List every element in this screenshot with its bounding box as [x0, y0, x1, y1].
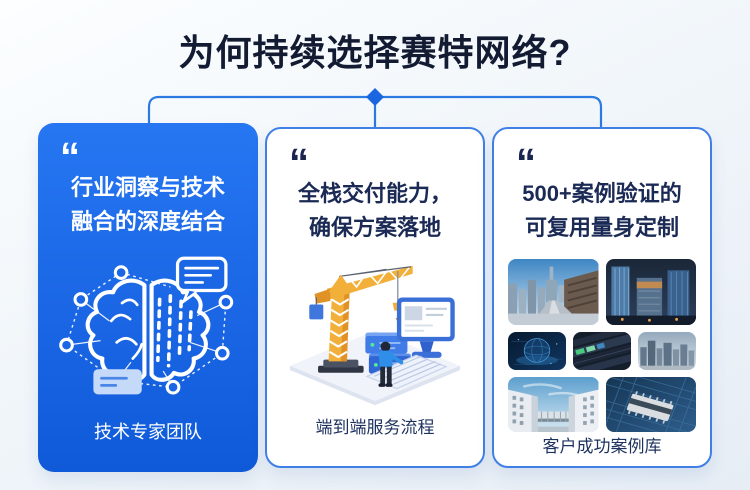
card-heading-line2: 融合的深度结合 — [70, 209, 225, 235]
card-footer-label: 技术专家团队 — [94, 422, 202, 442]
card-heading-line2: 确保方案落地 — [308, 215, 441, 241]
card-heading-line1: 行业洞察与技术 — [70, 175, 225, 200]
diamond-node-icon — [366, 88, 384, 106]
card-expert-team[interactable]: “ 行业洞察与技术 融合的深度结合 — [38, 123, 258, 472]
card-footer-label: 客户成功案例库 — [542, 437, 662, 457]
brain-network-illustration — [59, 256, 234, 395]
white-building-photo — [508, 377, 599, 433]
card-heading-line1: 500+案例验证的 — [522, 181, 682, 206]
case-photo-grid — [508, 259, 696, 433]
page-title: 为何持续选择赛特网络? — [178, 32, 572, 73]
circuit-board-photo — [605, 377, 696, 433]
card-heading: 全栈交付能力， 确保方案落地 — [298, 177, 452, 245]
illustration-wrap — [54, 239, 242, 418]
speech-bubble-icon — [175, 256, 228, 305]
card-case-library[interactable]: “ 500+案例验证的 可复用量身定制 — [492, 127, 712, 468]
card-heading: 行业洞察与技术 融合的深度结合 — [71, 171, 225, 239]
city-skyline-day-photo — [508, 259, 599, 326]
person-icon — [378, 341, 404, 387]
monitor-icon — [396, 297, 455, 359]
quote-icon: “ — [289, 141, 309, 185]
city-towers-night-photo — [605, 259, 696, 326]
card-footer-label: 端到端服务流程 — [315, 418, 435, 437]
card-service-process[interactable]: “ 全栈交付能力， 确保方案落地 — [265, 127, 485, 468]
crane-construction-illustration — [290, 266, 460, 406]
server-racks-photo — [573, 332, 631, 371]
quote-icon: “ — [60, 135, 80, 179]
cards-row: “ 行业洞察与技术 融合的深度结合 — [38, 123, 712, 472]
gray-skyscrapers-photo — [638, 332, 696, 371]
card-heading-line2: 可复用量身定制 — [524, 215, 679, 241]
illustration-wrap — [283, 245, 467, 413]
digital-globe-photo — [508, 332, 566, 371]
bracket-connector — [147, 88, 603, 127]
card-heading: 500+案例验证的 可复用量身定制 — [522, 177, 682, 245]
quote-icon: “ — [516, 141, 536, 185]
chip-card-icon — [93, 368, 142, 394]
card-heading-line1: 全栈交付能力， — [297, 181, 452, 206]
